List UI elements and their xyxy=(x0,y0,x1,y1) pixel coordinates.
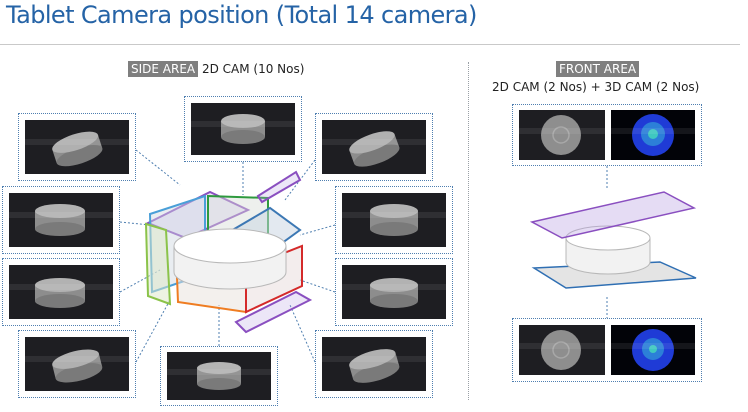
side-camera-frame xyxy=(18,330,136,398)
side-camera-frame xyxy=(18,113,136,181)
tablet-photo xyxy=(25,120,129,174)
tablet-top-photo-3d xyxy=(611,110,695,160)
side-camera-frame xyxy=(160,346,278,406)
front-camera-frame-bottom xyxy=(512,318,702,382)
plane-purple-bottom-right xyxy=(234,290,313,334)
tablet-photo xyxy=(322,337,426,391)
tablet-photo xyxy=(191,103,295,155)
side-tablet-cylinder xyxy=(173,228,287,290)
side-camera-frame xyxy=(315,330,433,398)
section-divider xyxy=(468,62,469,400)
front-area-header: FRONT AREA xyxy=(556,61,640,77)
plane-purple-top xyxy=(145,190,251,240)
title-divider xyxy=(0,44,740,45)
side-camera-frame xyxy=(335,258,453,326)
side-camera-frame xyxy=(315,113,433,181)
side-area-tag: SIDE AREA xyxy=(128,61,199,77)
front-area-description: 2D CAM (2 Nos) + 3D CAM (2 Nos) xyxy=(492,80,700,94)
front-plane-top xyxy=(529,191,697,239)
side-camera-frame xyxy=(184,96,302,162)
side-camera-frame xyxy=(2,186,120,254)
page-title: Tablet Camera position (Total 14 camera) xyxy=(6,1,477,29)
tablet-photo xyxy=(342,193,446,247)
side-camera-frame xyxy=(2,258,120,326)
tablet-photo xyxy=(9,265,113,319)
tablet-bottom-photo-2d xyxy=(519,325,605,375)
tablet-photo xyxy=(167,352,271,400)
side-area-header: SIDE AREA 2D CAM (10 Nos) xyxy=(128,61,305,77)
side-camera-frame xyxy=(335,186,453,254)
tablet-photo xyxy=(25,337,129,391)
side-area-description: 2D CAM (10 Nos) xyxy=(201,62,305,76)
tablet-photo xyxy=(322,120,426,174)
front-area-tag: FRONT AREA xyxy=(556,61,640,77)
tablet-photo xyxy=(9,193,113,247)
front-camera-frame-top xyxy=(512,104,702,166)
front-area-diagram xyxy=(529,191,697,289)
plane-lime xyxy=(144,222,172,306)
tablet-photo xyxy=(342,265,446,319)
tablet-top-photo-2d xyxy=(519,110,605,160)
plane-purple-upper-right xyxy=(256,170,302,204)
tablet-bottom-photo-3d xyxy=(611,325,695,375)
